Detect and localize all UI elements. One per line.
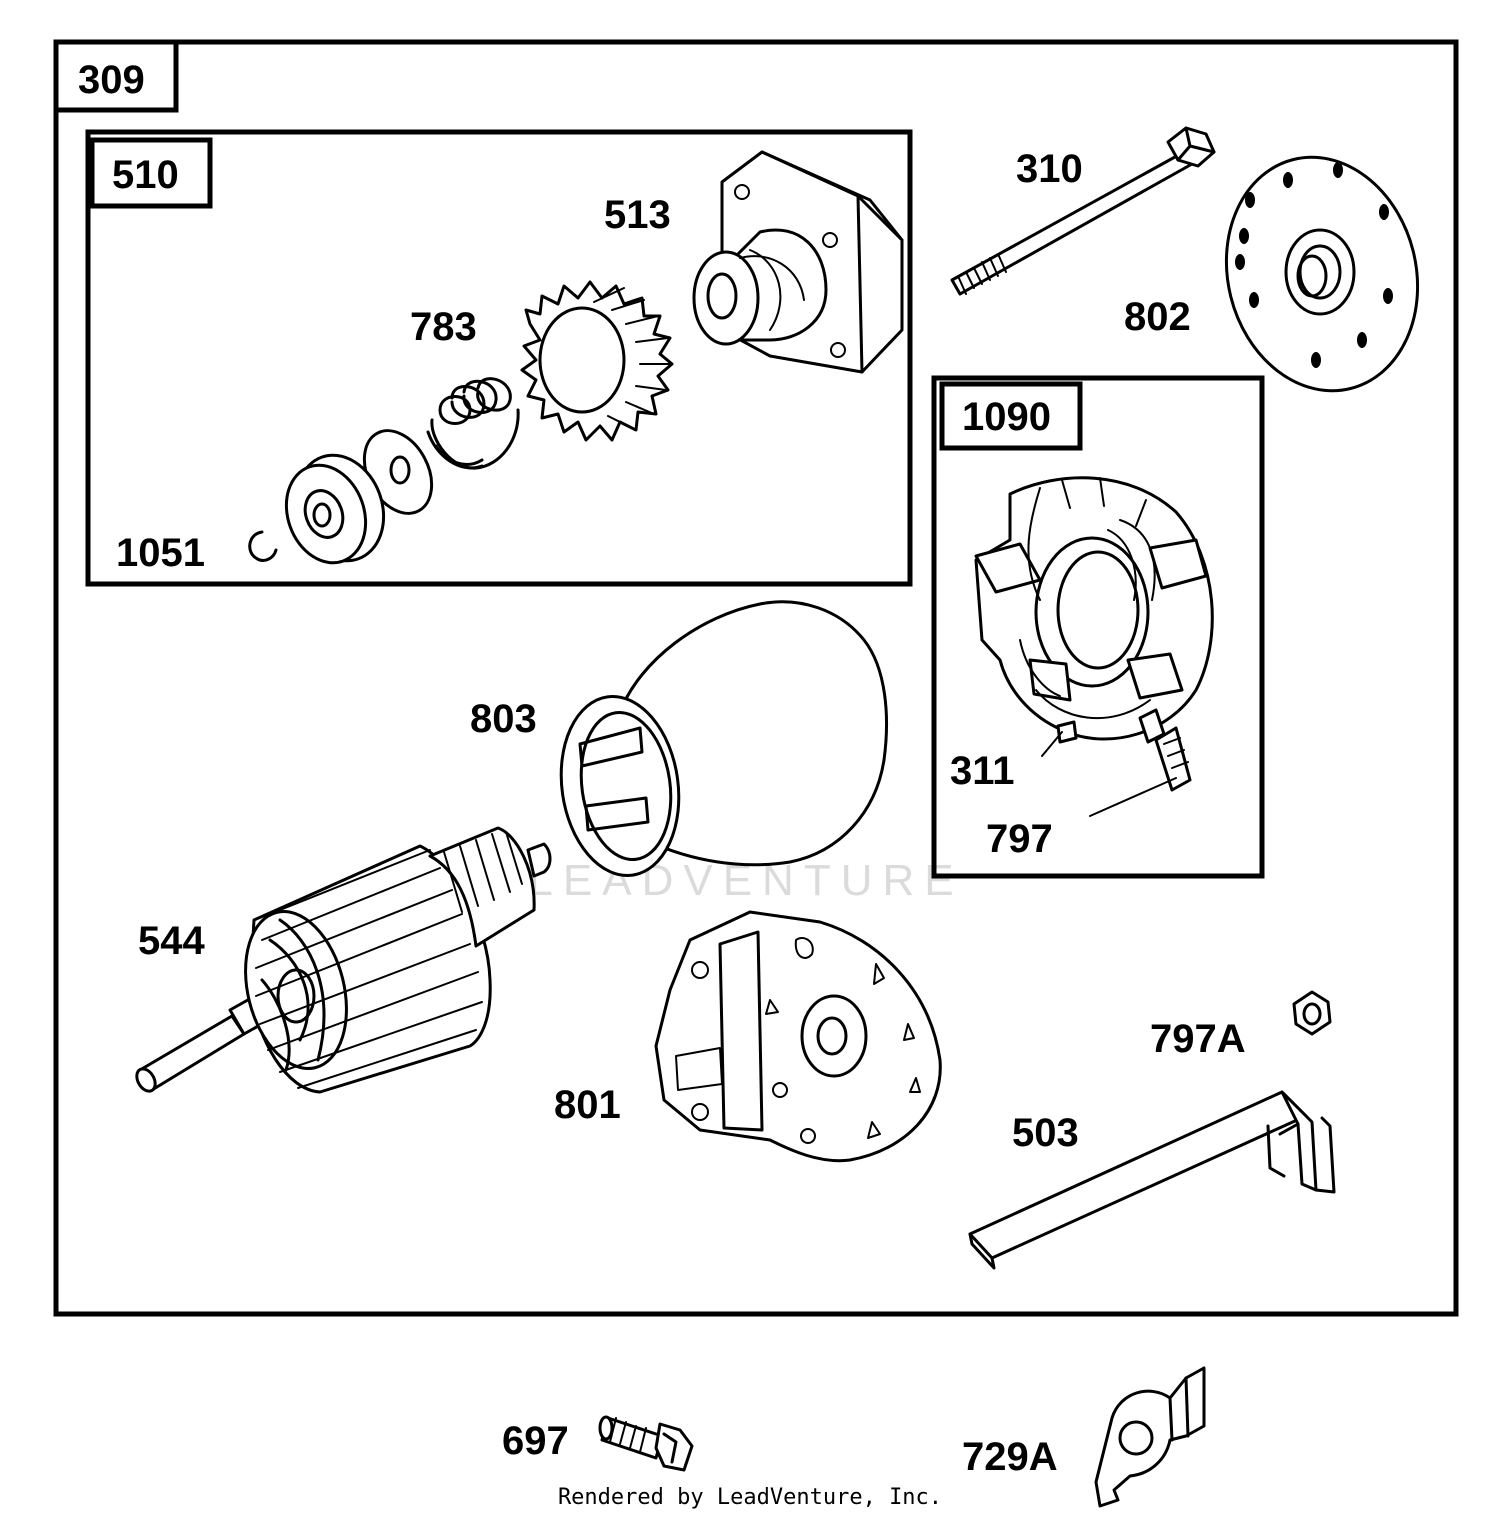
part-310-through-bolt[interactable] [950, 126, 1216, 296]
drive-washer[interactable] [351, 419, 445, 525]
part-1051-label[interactable]: 1051 [116, 531, 205, 575]
part-801-label[interactable]: 801 [554, 1083, 621, 1127]
part-802-end-cap[interactable] [1202, 137, 1442, 411]
assembly-1090-frame [931, 375, 1265, 879]
render-credit: Rendered by LeadVenture, Inc. [558, 1485, 942, 1510]
part-697-screw[interactable] [598, 1415, 694, 1472]
part-803-field-frame[interactable] [550, 600, 888, 883]
part-729A-label[interactable]: 729A [962, 1435, 1058, 1479]
assembly-510-frame [85, 129, 913, 587]
part-503-strap[interactable] [968, 1090, 1336, 1270]
assembly-1090-tag [939, 381, 1083, 451]
drive-spring[interactable] [426, 377, 520, 470]
part-801-brush-plate[interactable] [654, 910, 942, 1163]
part-311-leader [1041, 731, 1063, 757]
part-797-label[interactable]: 797 [986, 817, 1053, 861]
part-803-label[interactable]: 803 [470, 697, 537, 741]
assembly-309-tag [53, 39, 179, 113]
part-513-drive-housing[interactable] [692, 150, 904, 374]
assembly-510-label[interactable]: 510 [112, 153, 179, 197]
assembly-309-frame [53, 39, 1459, 1317]
part-697-label[interactable]: 697 [502, 1419, 569, 1463]
assembly-309-label[interactable]: 309 [78, 58, 145, 102]
part-1051-retaining-ring[interactable] [248, 530, 278, 562]
drive-stop-collar[interactable] [273, 443, 398, 574]
part-783-pinion-gear[interactable] [520, 280, 674, 442]
assembly-1090-label[interactable]: 1090 [962, 395, 1051, 439]
part-544-label[interactable]: 544 [138, 919, 205, 963]
assembly-510-tag [89, 137, 213, 209]
part-1090-brush-holder[interactable] [974, 476, 1214, 792]
part-797A-label[interactable]: 797A [1150, 1017, 1246, 1061]
part-783-label[interactable]: 783 [410, 305, 477, 349]
part-310-label[interactable]: 310 [1016, 147, 1083, 191]
part-503-label[interactable]: 503 [1012, 1111, 1079, 1155]
part-311-label[interactable]: 311 [950, 749, 1015, 793]
part-544-armature[interactable] [133, 826, 552, 1094]
part-729A-terminal-bracket[interactable] [1094, 1366, 1206, 1508]
part-802-label[interactable]: 802 [1124, 295, 1191, 339]
part-797-leader [1089, 777, 1177, 817]
part-797A-nut[interactable] [1292, 990, 1332, 1036]
part-513-label[interactable]: 513 [604, 193, 671, 237]
